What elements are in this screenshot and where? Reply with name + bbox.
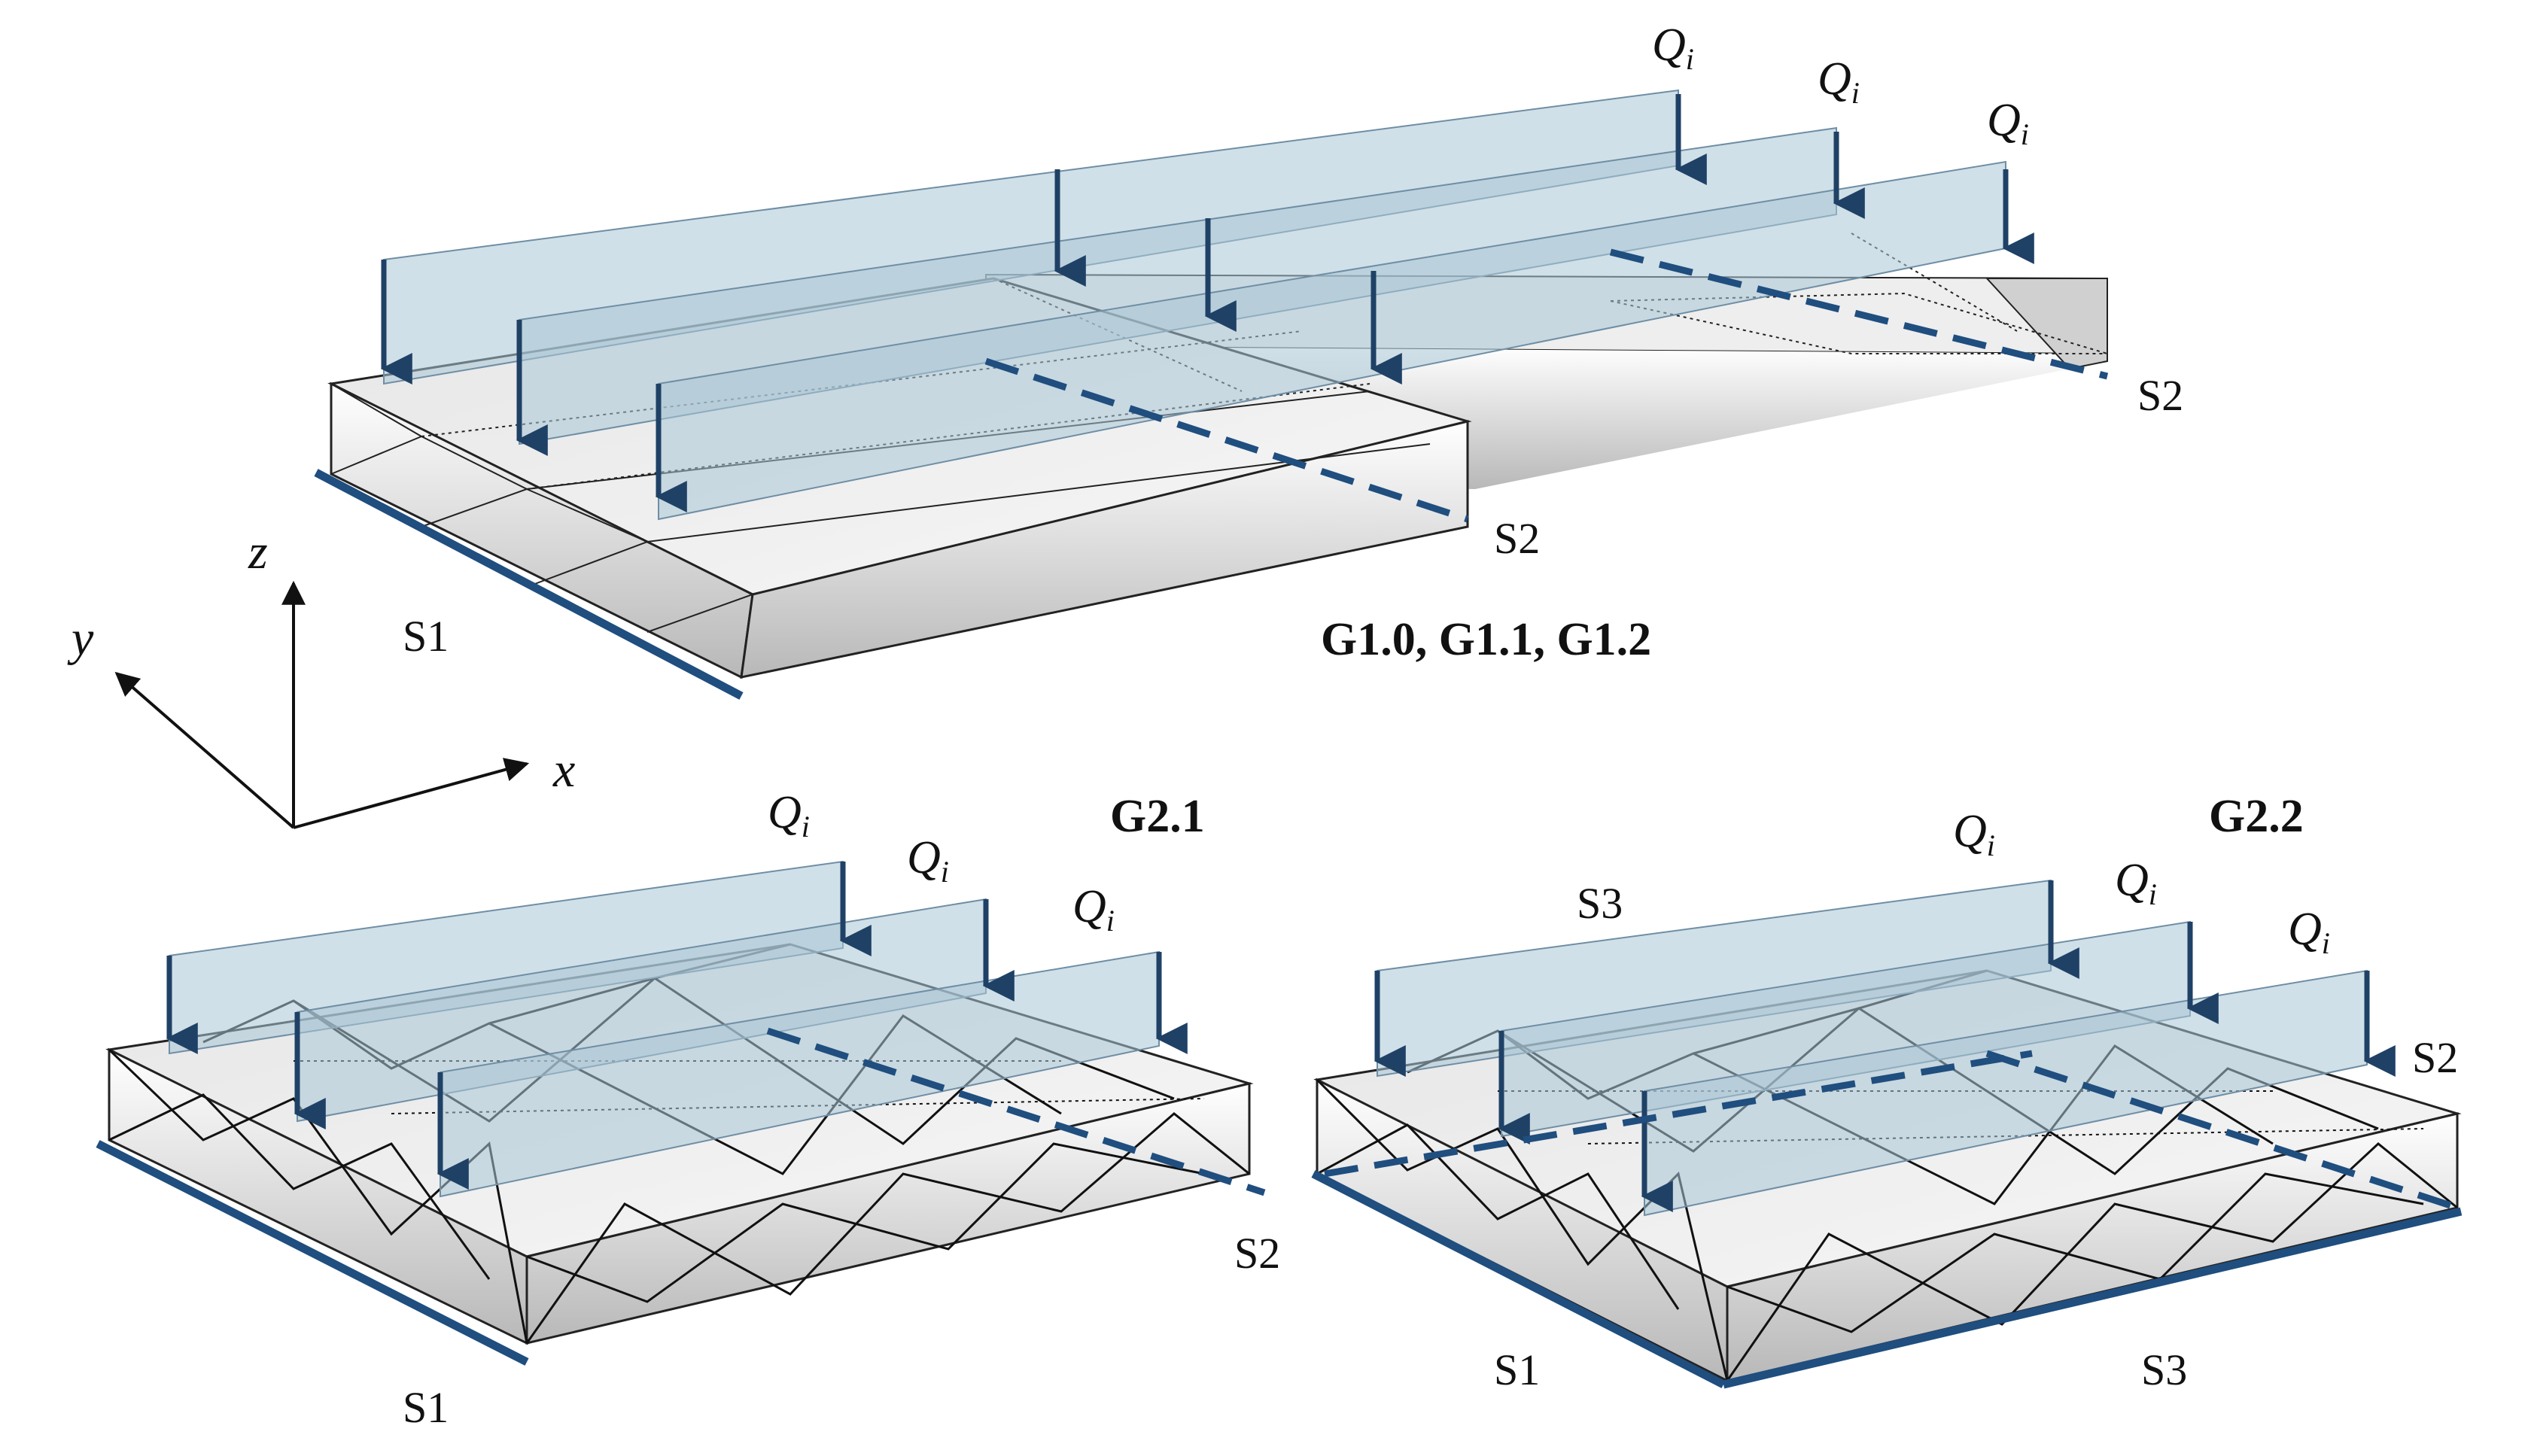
g22-label-s3-back: S3 bbox=[1577, 879, 1623, 928]
g21-load-planes bbox=[169, 860, 1160, 1198]
load-subscript: i bbox=[2322, 926, 2330, 960]
load-subscript: i bbox=[1987, 828, 1995, 862]
g1-support-s1-line bbox=[314, 469, 744, 700]
model-g21: S1 S2 G2.1 Qi Qi Qi bbox=[96, 787, 1280, 1432]
svg-text:Qi: Qi bbox=[1072, 881, 1115, 938]
g1-label-s2-mid: S2 bbox=[1494, 514, 1540, 563]
model-g1: S1 S2 S2 G1.0, G1.1, G1.2 Qi Qi Qi bbox=[314, 20, 2183, 700]
svg-text:Qi: Qi bbox=[768, 787, 810, 844]
svg-text:Qi: Qi bbox=[1818, 53, 1860, 110]
g1-load-labels: Qi Qi Qi bbox=[1652, 20, 2029, 151]
g21-support-s1-line bbox=[96, 1140, 529, 1366]
load-symbol: Q bbox=[1987, 95, 2021, 146]
g21-load-labels: Qi Qi Qi bbox=[768, 787, 1115, 938]
load-subscript: i bbox=[1686, 42, 1694, 76]
svg-text:Qi: Qi bbox=[2115, 855, 2157, 911]
svg-text:Qi: Qi bbox=[1987, 95, 2029, 151]
coordinate-axes: z x y bbox=[67, 524, 575, 829]
load-subscript: i bbox=[1106, 904, 1115, 938]
g22-load-planes bbox=[1377, 879, 2368, 1217]
g22-support-s3-front-line bbox=[1722, 1207, 2463, 1389]
svg-text:Qi: Qi bbox=[907, 832, 949, 889]
g22-load-arrows bbox=[1374, 880, 2396, 1212]
g21-title: G2.1 bbox=[1110, 791, 1205, 842]
svg-text:Qi: Qi bbox=[1953, 806, 1995, 862]
g21-label-s1: S1 bbox=[403, 1383, 449, 1432]
g22-label-s1: S1 bbox=[1494, 1345, 1540, 1394]
load-symbol: Q bbox=[768, 787, 802, 838]
load-subscript: i bbox=[941, 855, 949, 889]
g1-label-s2-right: S2 bbox=[2137, 371, 2183, 420]
g22-load-labels: Qi Qi Qi bbox=[1953, 806, 2330, 960]
load-symbol: Q bbox=[2115, 855, 2149, 906]
load-symbol: Q bbox=[1072, 881, 1106, 932]
g22-support-s1-line bbox=[1311, 1170, 1726, 1388]
g22-title: G2.2 bbox=[2209, 791, 2304, 842]
g1-title: G1.0, G1.1, G1.2 bbox=[1321, 614, 1651, 665]
load-symbol: Q bbox=[2288, 904, 2322, 955]
g22-support-s3-back-line bbox=[1324, 1050, 2033, 1178]
axis-label-x: x bbox=[552, 743, 575, 798]
g1-support-s2-right-line bbox=[1609, 248, 2109, 380]
g21-label-s2: S2 bbox=[1234, 1229, 1280, 1278]
g1-label-s1: S1 bbox=[403, 612, 449, 661]
load-symbol: Q bbox=[907, 832, 941, 883]
g22-support-s2-line bbox=[1985, 1050, 2459, 1211]
g22-label-s3-front: S3 bbox=[2141, 1345, 2187, 1394]
g22-label-s2: S2 bbox=[2412, 1033, 2458, 1082]
g21-support-s2-line bbox=[766, 1027, 1266, 1196]
load-symbol: Q bbox=[1953, 806, 1987, 857]
load-subscript: i bbox=[2021, 117, 2029, 151]
axis-label-y: y bbox=[67, 611, 94, 666]
svg-text:Qi: Qi bbox=[1652, 20, 1694, 76]
model-g22: S3 S1 S3 S2 G2.2 Qi Qi Qi bbox=[1311, 791, 2463, 1394]
svg-text:Qi: Qi bbox=[2288, 904, 2330, 960]
load-symbol: Q bbox=[1652, 20, 1686, 71]
g21-load-arrows bbox=[166, 862, 1188, 1190]
g1-load-arrows bbox=[380, 94, 2034, 512]
load-symbol: Q bbox=[1818, 53, 1851, 105]
load-subscript: i bbox=[1851, 76, 1860, 110]
load-subscript: i bbox=[802, 810, 810, 844]
axis-label-z: z bbox=[248, 524, 268, 579]
load-subscript: i bbox=[2149, 877, 2157, 911]
g1-support-s2-mid-line bbox=[984, 357, 1469, 523]
